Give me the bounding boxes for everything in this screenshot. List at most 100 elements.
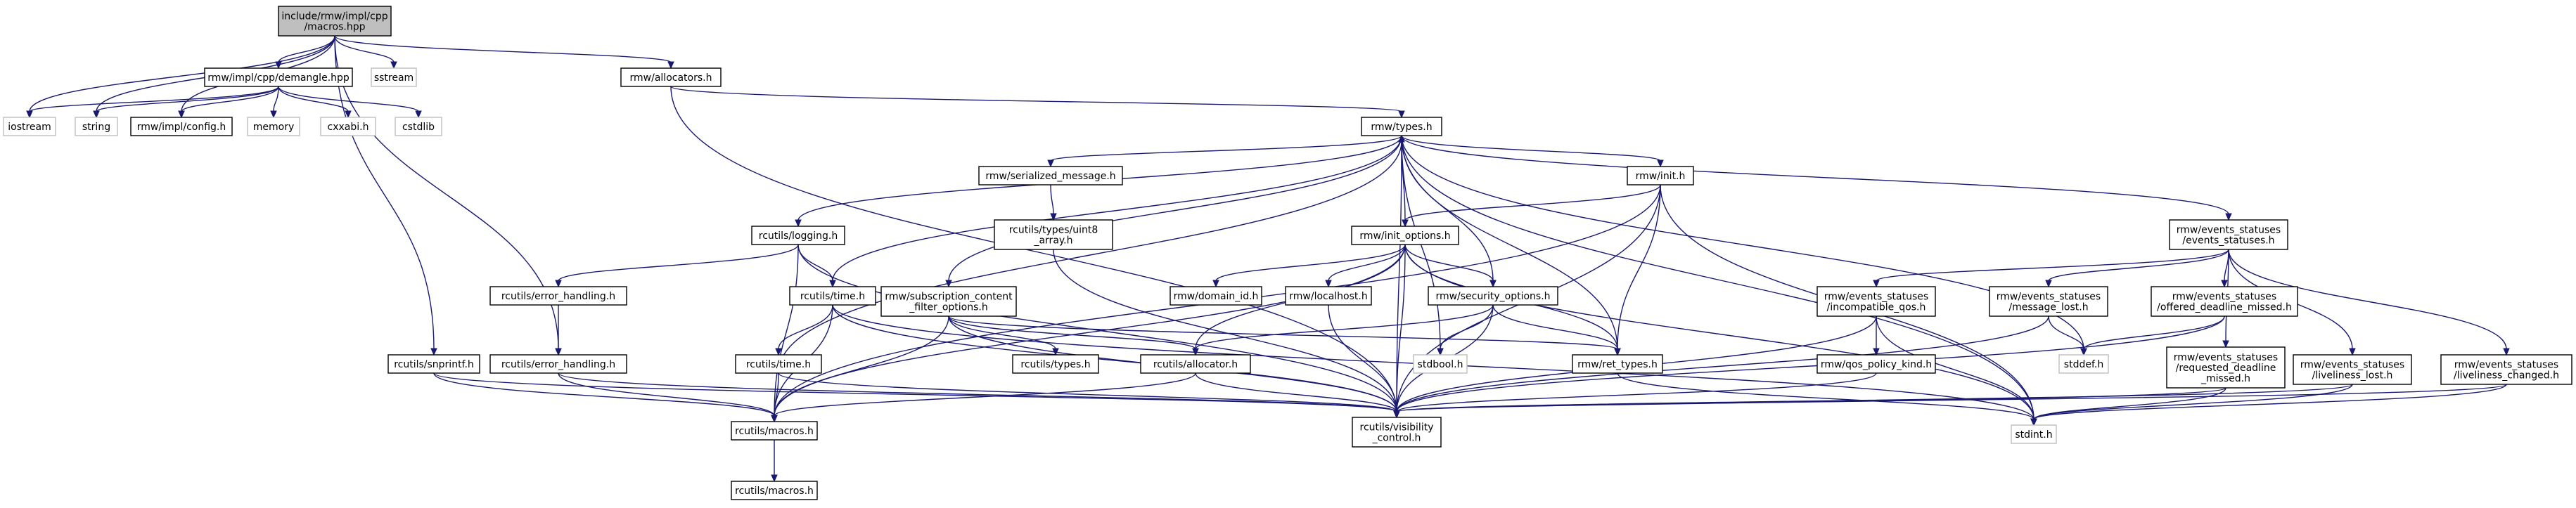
node-liveliness_lost[interactable]: rmw/events_statuses/liveliness_lost.h (2293, 354, 2412, 385)
arrowhead (345, 110, 352, 119)
node-uint8_array[interactable]: rcutils/types/uint8_array.h (994, 219, 1113, 250)
node-label: string (82, 122, 110, 133)
node-iostream: iostream (3, 117, 56, 136)
edge-demangle-to-memory (273, 86, 279, 112)
node-demangle[interactable]: rmw/impl/cpp/demangle.hpp (204, 67, 353, 87)
node-localhost[interactable]: rmw/localhost.h (1285, 286, 1372, 306)
edge-liveliness_changed-to-visibility (1396, 384, 2507, 412)
node-label: rmw/impl/config.h (137, 122, 226, 133)
edge-types-to-stdint (1401, 135, 2034, 420)
arrowhead (270, 110, 277, 119)
node-label: rcutils/types/uint8 (1009, 225, 1098, 236)
edge-init_options-to-stdint (1404, 244, 2034, 420)
node-message_lost[interactable]: rmw/events_statuses/message_lost.h (1989, 286, 2108, 317)
node-err_rc[interactable]: rcutils/error_handling.h (489, 354, 627, 374)
node-label: /offered_deadline_missed.h (2157, 302, 2292, 313)
node-box (2011, 424, 2057, 444)
node-macros_h[interactable]: rcutils/macros.h (731, 421, 818, 441)
node-box (994, 219, 1113, 250)
node-config[interactable]: rmw/impl/config.h (130, 117, 233, 136)
arrowhead (829, 280, 836, 288)
node-requested_deadline[interactable]: rmw/events_statuses/requested_deadline_m… (2166, 346, 2286, 389)
node-time2[interactable]: rcutils/time.h (735, 354, 822, 374)
node-types[interactable]: rmw/types.h (1361, 117, 1442, 136)
node-visibility[interactable]: rcutils/visibility_control.h (1352, 417, 1442, 448)
node-box (1351, 226, 1459, 245)
node-sub_content[interactable]: rmw/subscription_content_filter_options.… (880, 286, 1017, 317)
node-box (620, 67, 722, 87)
node-label: /liveliness_lost.h (2312, 370, 2393, 382)
node-label: rmw/init_options.h (1359, 230, 1450, 242)
arrowhead (178, 110, 185, 119)
node-incompatible_qos[interactable]: rmw/events_statuses/incompatible_qos.h (1816, 286, 1936, 317)
node-serialized_message[interactable]: rmw/serialized_message.h (978, 166, 1123, 185)
node-box (2440, 354, 2572, 385)
node-box (880, 286, 1017, 317)
node-label: _missed.h (2200, 373, 2250, 384)
edge-root-to-demangle (278, 35, 335, 63)
node-stdint: stdint.h (2011, 424, 2057, 444)
arrowhead (2045, 280, 2052, 288)
node-logging[interactable]: rcutils/logging.h (751, 226, 845, 245)
node-allocator[interactable]: rcutils/allocator.h (1140, 354, 1251, 374)
node-memory: memory (247, 117, 300, 136)
node-qos_policy_kind[interactable]: rmw/qos_policy_kind.h (1816, 354, 1936, 374)
node-box (1285, 286, 1372, 306)
arrowhead (771, 474, 778, 483)
edge-init_options-to-security_options (1404, 244, 1494, 282)
edge-types-to-events_statuses (1401, 135, 2229, 215)
node-events_statuses[interactable]: rmw/events_statuses/events_statuses.h (2169, 219, 2288, 250)
node-string: string (75, 117, 118, 136)
edge-time2-to-types (778, 141, 1402, 374)
node-err_rmw[interactable]: rcutils/error_handling.h (489, 286, 627, 306)
edge-time2-to-visibility (778, 372, 1397, 412)
node-label: stddef.h (2064, 359, 2103, 370)
node-label: /macros.hpp (304, 22, 365, 33)
node-box (1572, 354, 1663, 374)
arrowhead (775, 348, 782, 356)
edge-allocators-to-types (670, 86, 1402, 112)
node-label: stdbool.h (1418, 359, 1463, 370)
edge-security_options-to-stdbool (1440, 304, 1494, 350)
edge-err_rc-to-macros_h (558, 372, 775, 417)
node-label: rcutils/error_handling.h (501, 359, 615, 370)
edge-localhost-to-visibility (1328, 304, 1397, 412)
arrowhead (1212, 280, 1219, 288)
node-box (731, 421, 818, 441)
node-domain_id[interactable]: rmw/domain_id.h (1170, 286, 1262, 306)
arrowhead (1325, 280, 1332, 288)
node-label: _filter_options.h (909, 302, 987, 313)
node-box (1816, 354, 1936, 374)
node-label: memory (253, 122, 295, 133)
node-box (1361, 117, 1442, 136)
node-rcutils_types[interactable]: rcutils/types.h (1012, 354, 1099, 374)
node-macros_h2[interactable]: rcutils/macros.h (731, 481, 818, 500)
node-root[interactable]: include/rmw/impl/cpp/macros.hpp (278, 6, 392, 37)
node-cxxabi: cxxabi.h (320, 117, 376, 136)
edge-logging-to-visibility (797, 244, 1397, 412)
node-offered_deadline[interactable]: rmw/events_statuses/offered_deadline_mis… (2151, 286, 2298, 317)
node-snprintf[interactable]: rcutils/snprintf.h (387, 354, 480, 374)
node-security_options[interactable]: rmw/security_options.h (1428, 286, 1558, 306)
edge-types-to-ret_types (1401, 135, 1618, 350)
node-ret_types[interactable]: rmw/ret_types.h (1572, 354, 1663, 374)
node-allocators[interactable]: rmw/allocators.h (620, 67, 722, 87)
edge-time2-to-macros_h (774, 372, 779, 417)
nodes-layer: include/rmw/impl/cpp/macros.hpp rmw/impl/… (3, 6, 2572, 500)
node-rcutils_time[interactable]: rcutils/time.h (789, 286, 876, 306)
node-cstdlib: cstdlib (395, 117, 442, 136)
edge-init_options-to-visibility (1396, 244, 1406, 412)
node-label: rcutils/logging.h (759, 230, 838, 242)
arrowhead (415, 110, 422, 119)
node-label: rmw/subscription_content (885, 292, 1013, 303)
node-label: /liveliness_changed.h (2454, 370, 2559, 382)
node-init_options[interactable]: rmw/init_options.h (1351, 226, 1459, 245)
node-init[interactable]: rmw/init.h (1627, 166, 1694, 185)
node-liveliness_changed[interactable]: rmw/events_statuses/liveliness_changed.h (2440, 354, 2572, 385)
node-box (1012, 354, 1099, 374)
arrowhead (2221, 280, 2228, 288)
node-box (2293, 354, 2412, 385)
arrowhead (555, 280, 562, 288)
edge-types-to-rcutils_time (832, 135, 1402, 282)
edge-types-to-serialized_message (1050, 135, 1402, 162)
